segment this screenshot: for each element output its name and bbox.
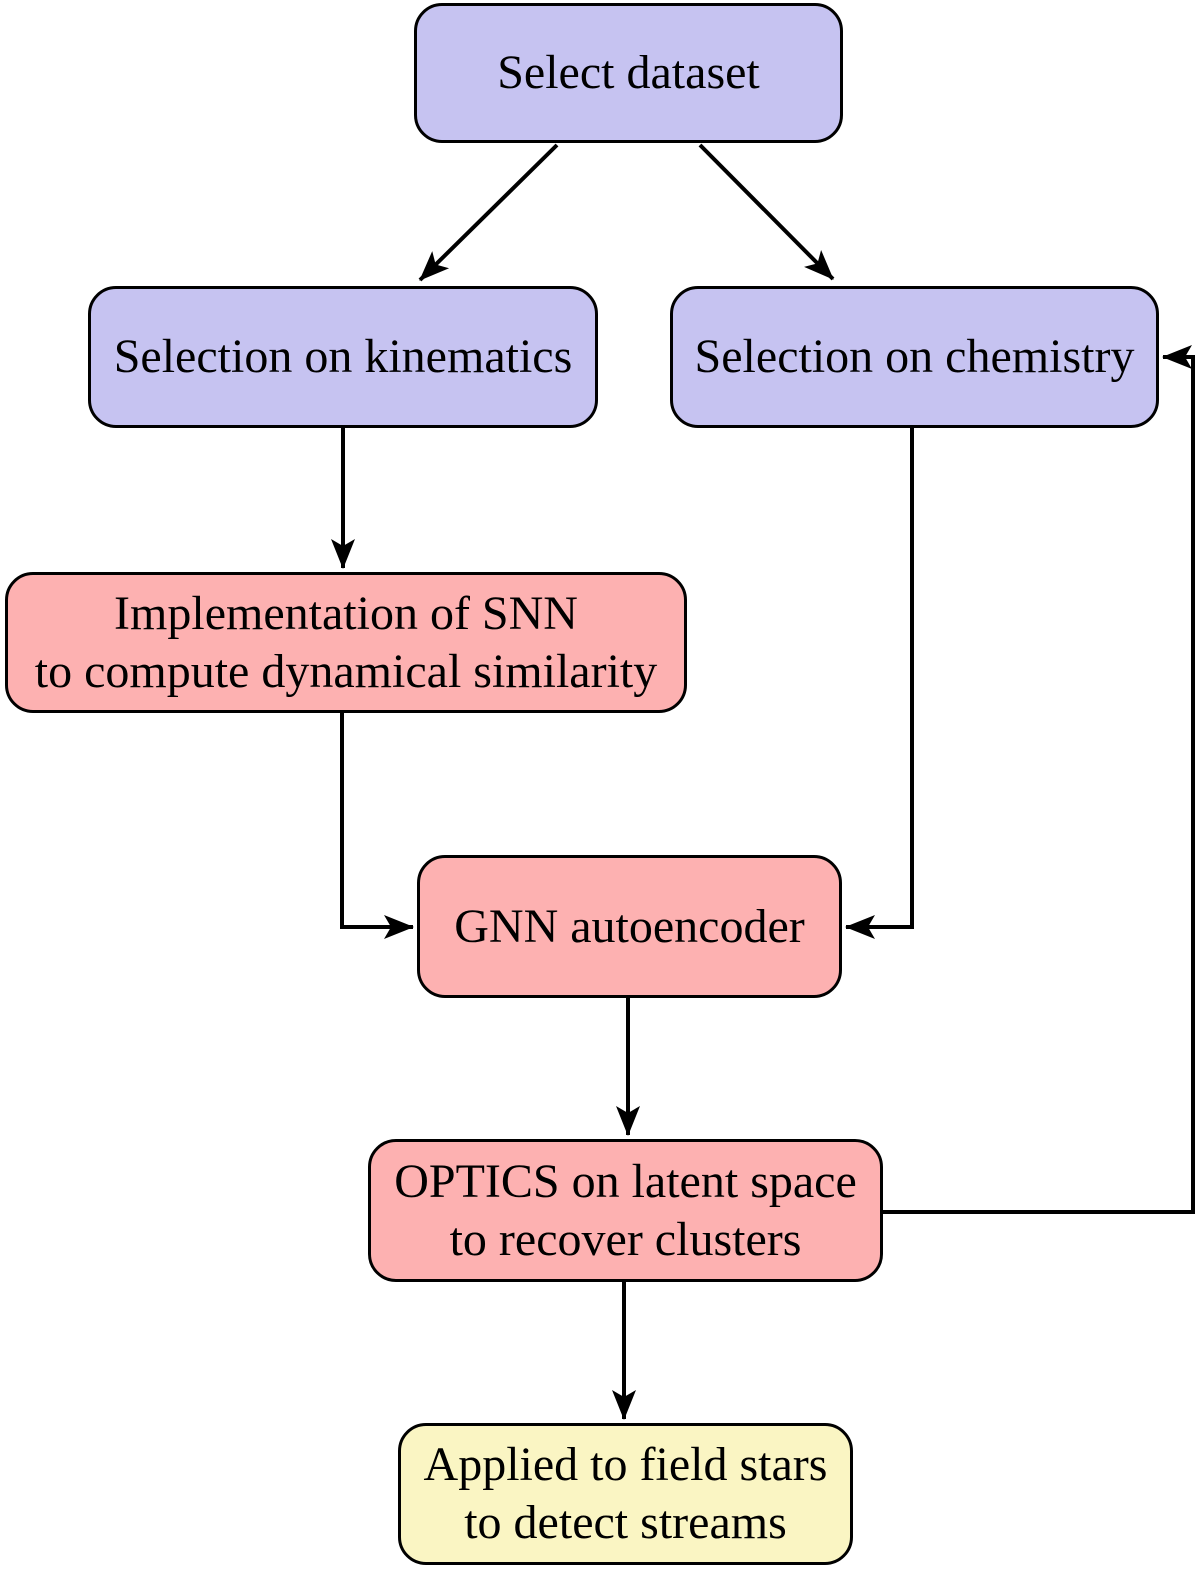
node-applied-field-stars: Applied to field stars to detect streams — [398, 1423, 853, 1565]
node-label: to compute dynamical similarity — [34, 644, 658, 698]
node-label: Implementation of SNN — [114, 586, 578, 640]
node-label: to detect streams — [464, 1496, 787, 1549]
node-label: OPTICS on latent space — [394, 1154, 857, 1208]
node-gnn-autoencoder: GNN autoencoder — [417, 855, 842, 998]
node-label: GNN autoencoder — [454, 899, 805, 953]
node-label: Select dataset — [497, 46, 760, 100]
node-selection-kinematics: Selection on kinematics — [88, 286, 598, 428]
node-select-dataset: Select dataset — [414, 3, 843, 143]
node-label: Selection on kinematics — [113, 330, 573, 384]
node-label: to recover clusters — [449, 1212, 802, 1266]
edge-snn-to-gnn — [340, 713, 414, 939]
node-label: Applied to field stars — [423, 1438, 828, 1492]
node-selection-chemistry: Selection on chemistry — [670, 286, 1159, 428]
node-snn-implementation: Implementation of SNN to compute dynamic… — [5, 572, 687, 713]
node-optics-clustering: OPTICS on latent space to recover cluste… — [368, 1139, 883, 1282]
edge-dataset-to-kinematics — [418, 143, 559, 282]
edge-dataset-to-chemistry — [698, 143, 835, 281]
edge-optics-to-chemistry — [883, 345, 1195, 1214]
node-label: Selection on chemistry — [694, 330, 1135, 384]
edge-chemistry-to-gnn — [845, 428, 914, 939]
